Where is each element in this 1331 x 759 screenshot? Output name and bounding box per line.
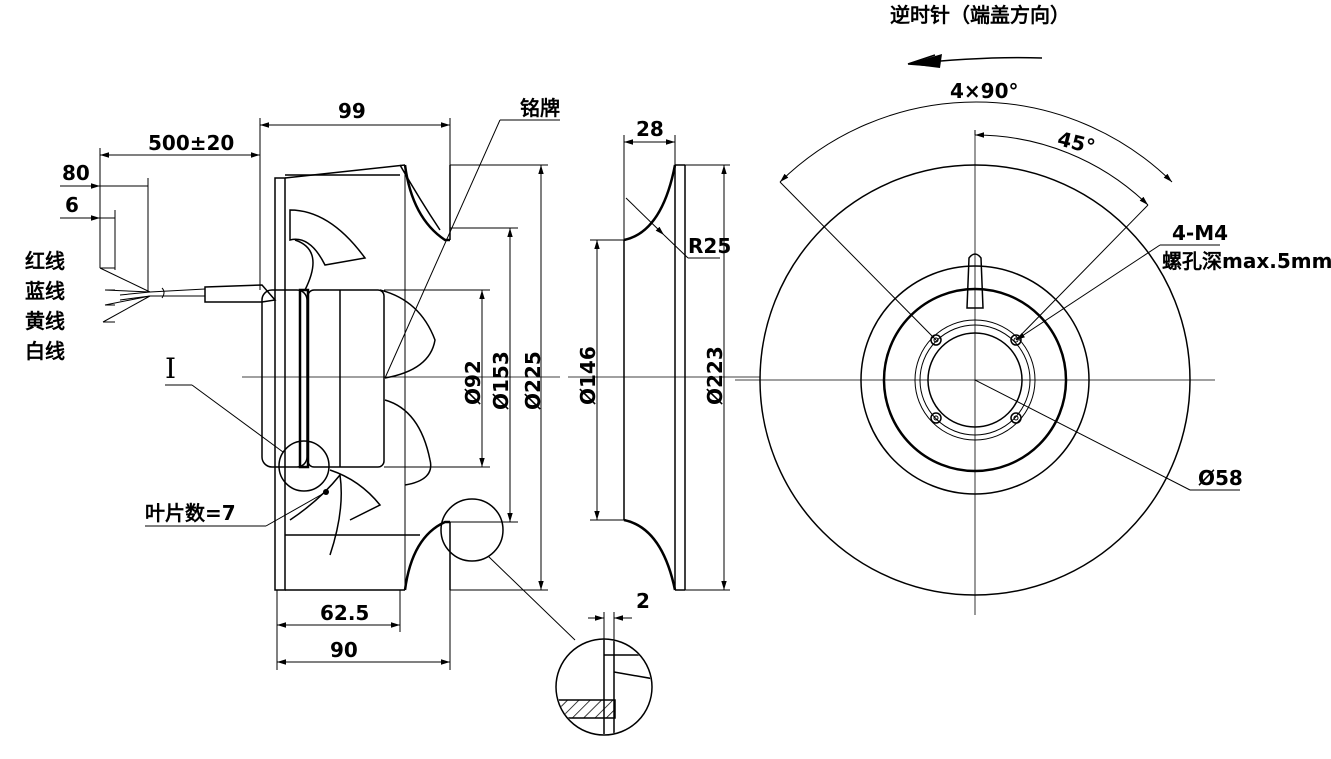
dim-28-label: 28 [636,117,664,141]
wire-label-red: 红线 [25,249,65,273]
dim-dia-225-label: Ø225 [521,351,545,410]
dim-depth-62-5: 62.5 [276,590,401,670]
impeller-blades [289,164,441,556]
dim-cable-length: 500±20 [99,131,260,268]
nameplate-label: 铭牌 [520,96,560,120]
nameplate-callout: 铭牌 [384,96,560,379]
inlet-ring-view: 28 R25 Ø146 Ø223 [568,117,760,591]
dim-dia-146-label: Ø146 [576,346,600,405]
dim-dia-92: Ø92 [384,289,490,468]
wire-color-list: 红线 蓝线 黄线 白线 [25,249,65,363]
wire-label-yellow: 黄线 [25,309,65,333]
dim-depth-90: 90 [277,590,451,670]
rotation-indicator: 逆时针（端盖方向） [890,3,1070,68]
front-view: 4×90° 45° 4-M4 螺孔深max.5mm Ø58 [735,79,1331,615]
motor [261,288,385,469]
side-view: 红线 蓝线 黄线 白线 99 500±20 80 [25,96,576,670]
cable [99,267,277,323]
dim-tin-length: 6 [60,193,116,270]
dim-offset-angle-label: 45° [1055,126,1098,158]
dim-99-label: 99 [338,99,366,123]
detail-gap-label: 2 [636,589,650,613]
wire-label-blue: 蓝线 [25,279,65,303]
back-plate [274,177,286,591]
dim-500-label: 500±20 [148,131,234,155]
dim-overall-width: 99 [259,99,451,290]
dim-r25-label: R25 [688,234,731,258]
wire-label-white: 白线 [25,339,65,363]
detail-marker-label: I [165,352,176,385]
detail-ring-circle [440,498,504,562]
screw-spec-label: 4-M4 [1172,221,1228,245]
screw-holes [930,334,1022,424]
cable-outlet [966,253,984,309]
detail-i-callout: I [165,352,330,492]
dim-dia-153: Ø153 [450,227,518,523]
dim-dia-225: Ø225 [450,164,548,591]
dim-strip-length: 80 [60,161,149,292]
inlet-ring-side [403,164,450,591]
dim-dia-223-label: Ø223 [703,346,727,405]
screw-depth-label: 螺孔深max.5mm [1162,249,1331,273]
detail-enlargement: 2 [555,589,653,736]
dim-dia-92-label: Ø92 [461,360,485,405]
dim-62-5-label: 62.5 [320,601,369,625]
rotation-direction-label: 逆时针（端盖方向） [890,3,1070,27]
dim-90-label: 90 [330,638,358,662]
dim-pattern-angle-label: 4×90° [950,79,1019,103]
dim-80-label: 80 [62,161,90,185]
blade-count-callout: 叶片数=7 [145,489,329,527]
blade-count-label: 叶片数=7 [145,501,236,525]
dim-hub-dia-label: Ø58 [1198,466,1243,490]
dim-6-label: 6 [65,193,79,217]
dim-dia-153-label: Ø153 [489,351,513,410]
